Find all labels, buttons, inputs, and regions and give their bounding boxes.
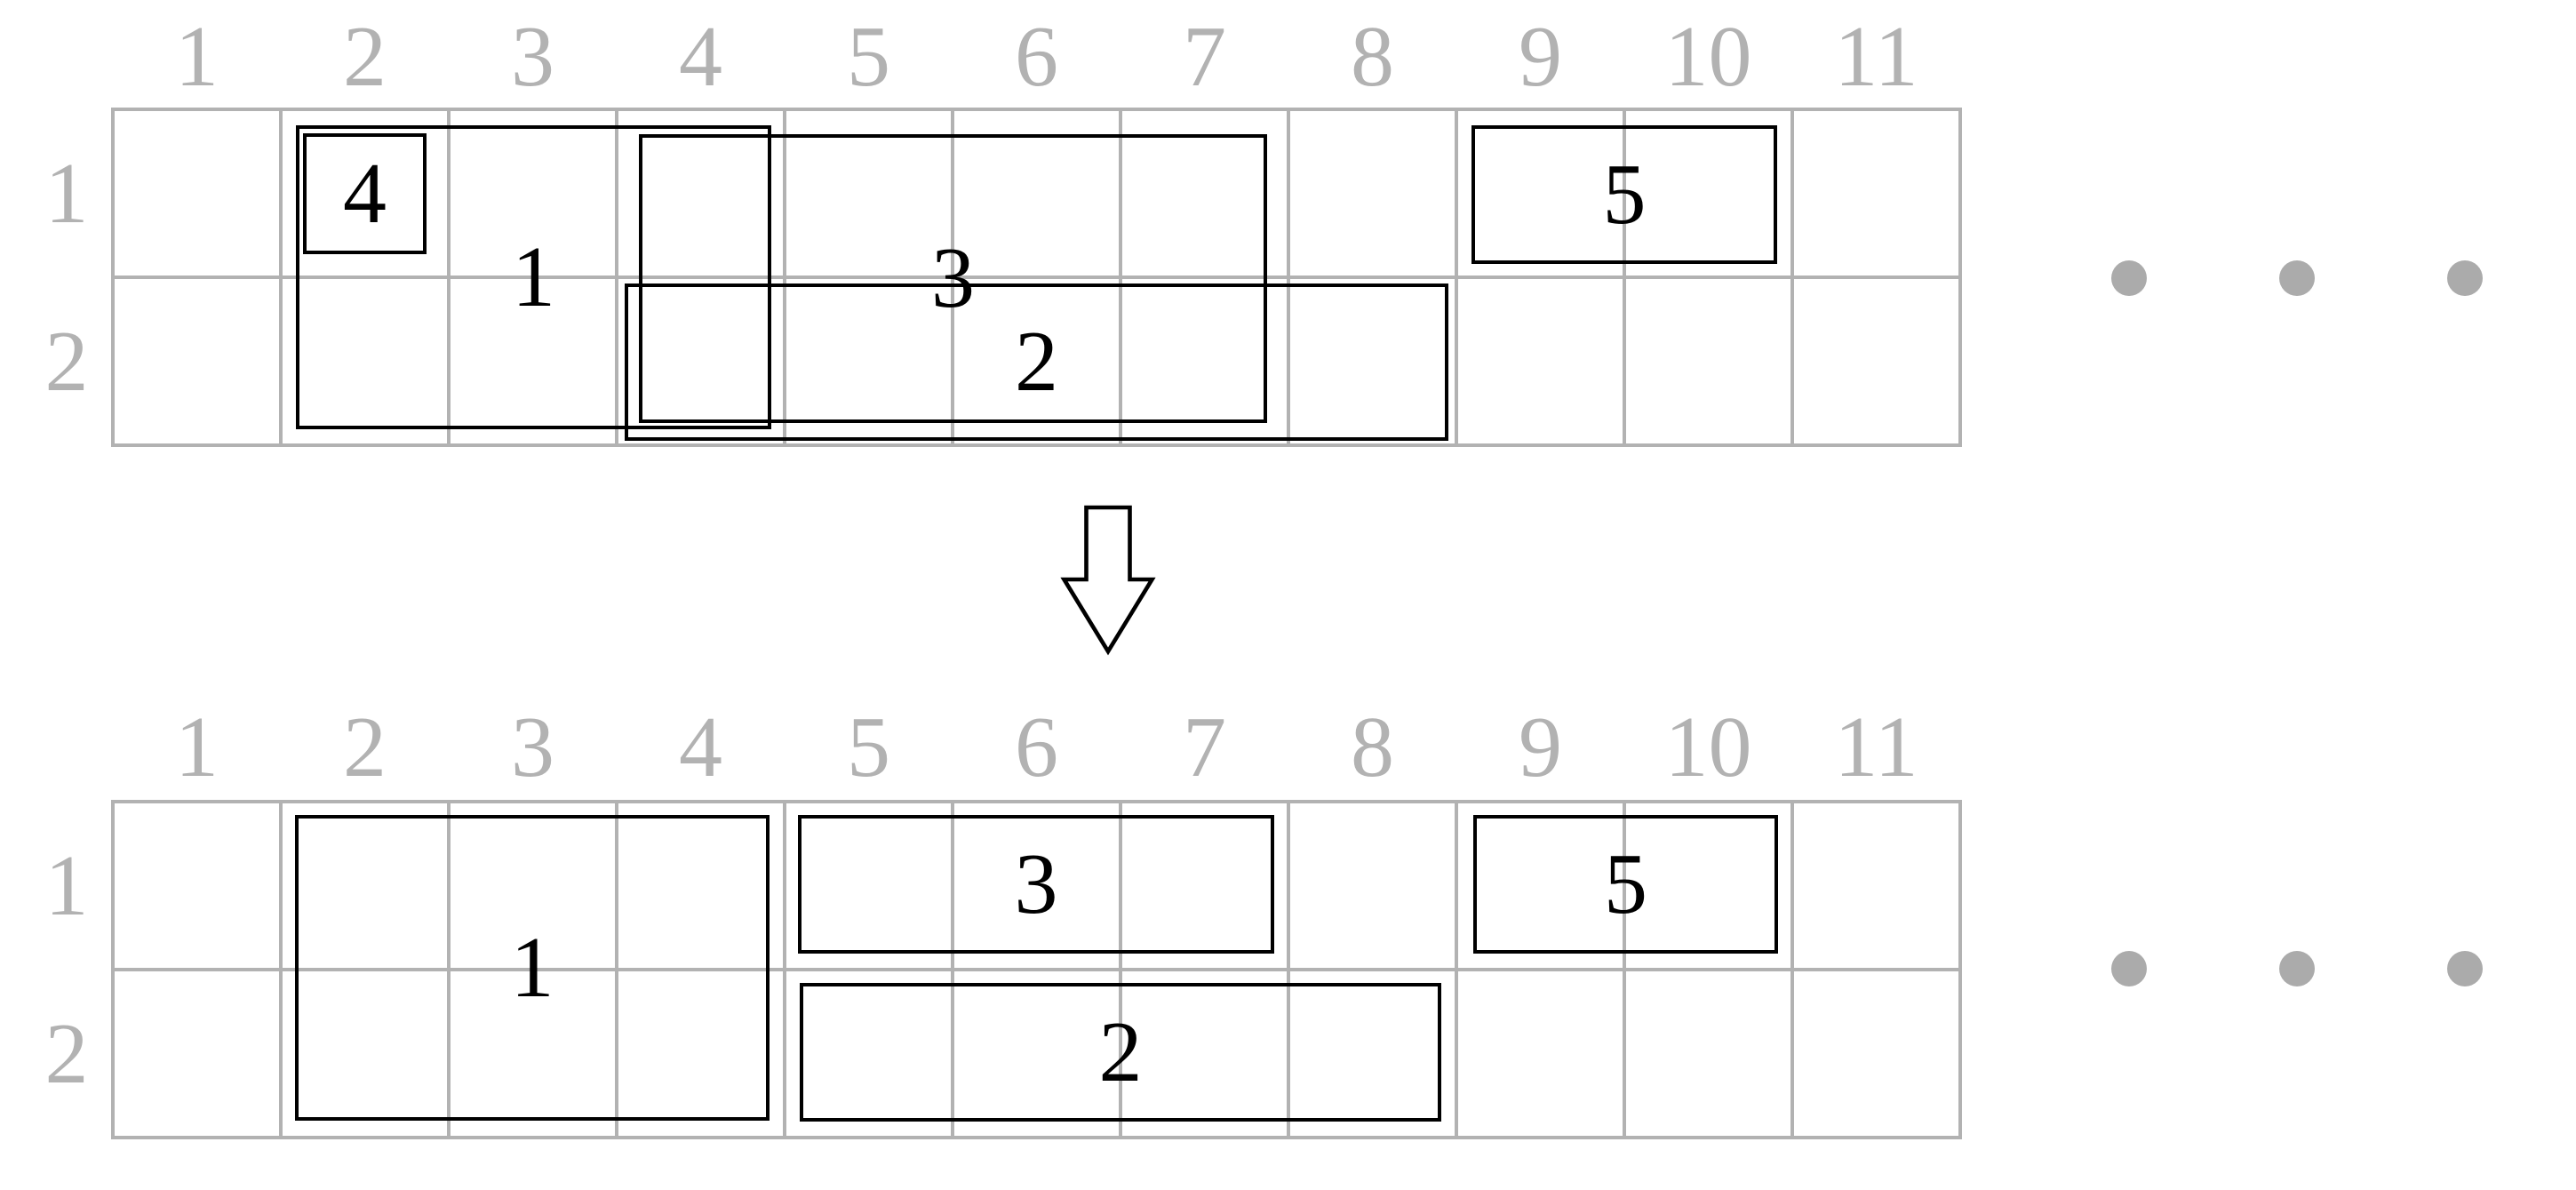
grid-line-vertical: [111, 800, 115, 1139]
column-label: 10: [1664, 9, 1752, 105]
grid-line-vertical: [1790, 108, 1794, 447]
task-box-label: 5: [1603, 835, 1647, 932]
grid-line-vertical: [1119, 800, 1122, 1139]
grid-line-horizontal: [111, 968, 1962, 971]
grid-line-vertical: [1287, 108, 1290, 447]
ellipsis-dot: [2279, 260, 2315, 296]
task-box-label: 3: [930, 230, 975, 327]
column-label: 4: [679, 9, 722, 105]
column-label: 5: [847, 9, 890, 105]
grid-line-vertical: [951, 800, 954, 1139]
grid-line-vertical: [1455, 108, 1458, 447]
column-label: 6: [1015, 699, 1058, 795]
column-label: 1: [175, 699, 219, 795]
row-label: 2: [44, 1005, 89, 1102]
task-box-1: 1: [294, 814, 770, 1122]
task-box-5: 5: [1472, 814, 1779, 954]
column-label: 3: [511, 9, 554, 105]
grid-line-horizontal: [111, 276, 1962, 279]
task-box-label: 5: [1602, 146, 1647, 243]
grid-line-vertical: [783, 108, 786, 447]
grid-line-vertical: [447, 800, 451, 1139]
row-label: 2: [44, 313, 89, 410]
task-box-label: 3: [1014, 835, 1058, 932]
column-label: 2: [343, 699, 387, 795]
column-label: 10: [1664, 699, 1752, 795]
ellipsis-dot: [2447, 260, 2483, 296]
task-box-5: 5: [1471, 124, 1778, 265]
column-label: 11: [1834, 9, 1918, 105]
task-box-3: 3: [797, 814, 1275, 954]
column-label: 6: [1015, 9, 1058, 105]
column-label: 9: [1519, 699, 1562, 795]
grid-line-vertical: [279, 108, 283, 447]
column-label: 3: [511, 699, 554, 795]
column-label: 8: [1351, 699, 1394, 795]
grid-line-horizontal: [111, 108, 1962, 111]
grid-line-vertical: [1790, 800, 1794, 1139]
grid-line-vertical: [1623, 108, 1626, 447]
column-label: 7: [1183, 9, 1226, 105]
column-label: 7: [1183, 699, 1226, 795]
grid-line-horizontal: [111, 443, 1962, 447]
grid-line-vertical: [951, 108, 954, 447]
task-box-1: 1: [295, 124, 772, 430]
task-box-2: 2: [624, 283, 1449, 442]
task-box-label: 1: [511, 228, 555, 325]
column-label: 5: [847, 699, 890, 795]
column-label: 2: [343, 9, 387, 105]
column-label: 8: [1351, 9, 1394, 105]
grid-line-horizontal: [111, 1136, 1962, 1139]
grid-line-vertical: [615, 108, 618, 447]
task-box-label: 1: [510, 919, 554, 1016]
grid-line-vertical: [1119, 108, 1122, 447]
row-label: 1: [44, 145, 89, 242]
down-arrow-icon: [1060, 505, 1156, 656]
ellipsis-dot: [2111, 260, 2147, 296]
ellipsis-dot: [2111, 951, 2147, 986]
grid-line-vertical: [1623, 800, 1626, 1139]
task-box-2: 2: [799, 982, 1442, 1122]
column-label: 11: [1834, 699, 1918, 795]
grid-line-vertical: [783, 800, 786, 1139]
grid-line-vertical: [279, 800, 283, 1139]
row-label: 1: [44, 837, 89, 934]
ellipsis-dot: [2447, 951, 2483, 986]
task-box-label: 2: [1098, 1003, 1143, 1100]
task-box-3: 3: [638, 133, 1268, 424]
column-label: 9: [1519, 9, 1562, 105]
grid-line-vertical: [615, 800, 618, 1139]
grid-line-vertical: [1958, 108, 1962, 447]
grid-line-horizontal: [111, 800, 1962, 803]
task-box-4: 4: [302, 132, 427, 255]
grid-line-vertical: [111, 108, 115, 447]
grid-line-vertical: [1958, 800, 1962, 1139]
ellipsis-dot: [2279, 951, 2315, 986]
task-box-label: 2: [1014, 314, 1058, 411]
column-label: 1: [175, 9, 219, 105]
column-label: 4: [679, 699, 722, 795]
grid-line-vertical: [1287, 800, 1290, 1139]
grid-line-vertical: [1455, 800, 1458, 1139]
grid-line-vertical: [447, 108, 451, 447]
task-box-label: 4: [342, 145, 387, 242]
